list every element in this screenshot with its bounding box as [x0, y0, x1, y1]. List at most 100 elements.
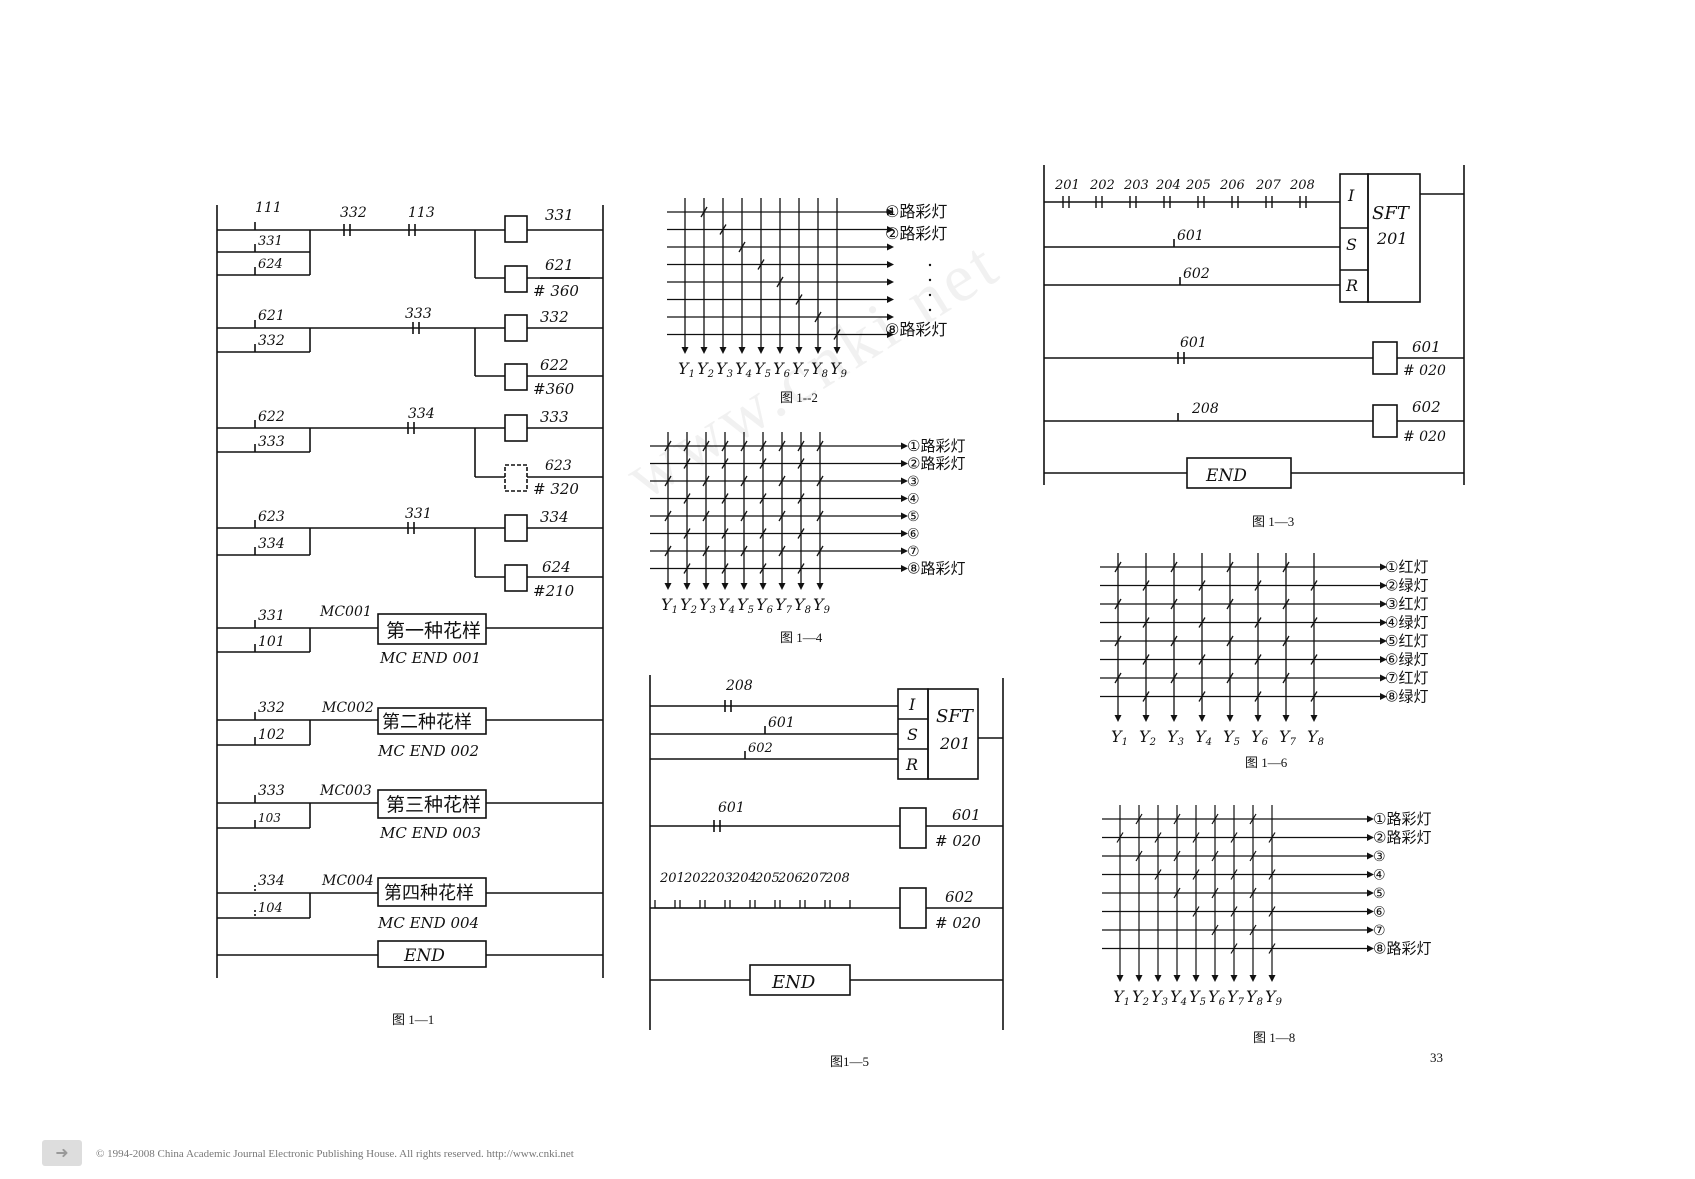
arrow-head: [1170, 715, 1178, 722]
crossing-mark: [1211, 924, 1219, 936]
contact-label: 208: [824, 871, 850, 886]
contact-label: 202: [683, 871, 709, 886]
sft-pin-label: S: [907, 725, 918, 744]
contact-label: 204: [731, 871, 757, 886]
contact-label: 623: [258, 509, 285, 525]
row-label: ④: [1373, 868, 1386, 884]
crossing-mark: [1170, 672, 1178, 684]
column-label: Y6: [773, 359, 791, 380]
contact-label: 331: [405, 506, 432, 522]
crossing-mark: [1249, 813, 1257, 825]
timer-label: # 020: [935, 914, 981, 932]
mc-end-label: MC END 004: [377, 914, 479, 932]
contact-label: 331: [258, 234, 283, 249]
contact-label: 207: [801, 871, 828, 886]
mc-end-label: MC END 002: [377, 742, 479, 760]
figure-caption: 图 1—1: [392, 1012, 434, 1027]
coil-label: 601: [1412, 338, 1441, 356]
crossing-mark: [1249, 887, 1257, 899]
crossing-mark: [1198, 580, 1206, 591]
column-label: Y8: [811, 359, 828, 380]
arrow-head: [795, 347, 803, 354]
contact-label: 621: [258, 308, 285, 324]
figure-caption: 图 1—4: [780, 630, 823, 645]
crossing-mark: [795, 294, 803, 305]
timer-label: # 360: [533, 282, 579, 300]
column-label: Y1: [1111, 727, 1128, 748]
crossing-mark: [1282, 672, 1290, 684]
sft-title: SFT: [1372, 203, 1411, 224]
crossing-mark: [1211, 887, 1219, 899]
column-label: Y9: [1265, 987, 1283, 1008]
arrow-head: [1367, 834, 1374, 841]
column-label: Y7: [1227, 987, 1245, 1008]
row-label: ②路彩灯: [885, 224, 947, 243]
crossing-mark: [664, 475, 672, 487]
crossing-mark: [1114, 635, 1122, 647]
contact-label: 103: [258, 811, 281, 825]
crossing-mark: [797, 493, 805, 504]
contact-label: 333: [405, 306, 432, 322]
figure-1-1: 111 331 624 332 113 331 621 # 360 621 33…: [216, 200, 604, 1027]
arrow-head: [740, 583, 748, 590]
crossing-mark: [759, 458, 767, 469]
arrow-head: [738, 347, 746, 354]
crossing-mark: [1170, 635, 1178, 647]
row-label: ⑥: [907, 527, 920, 543]
arrow-head: [887, 261, 894, 268]
arrow-head: [1380, 674, 1387, 682]
crossing-mark: [1230, 869, 1238, 880]
column-label: Y5: [737, 595, 754, 616]
crossing-mark: [1192, 869, 1200, 880]
column-label: Y4: [718, 595, 735, 616]
contact-label: 201: [659, 871, 685, 886]
arrow-head: [1380, 600, 1387, 608]
crossing-mark: [1268, 832, 1276, 843]
sft-number: 201: [1376, 229, 1408, 248]
arrow-head: [887, 296, 894, 303]
contact-label: 602: [748, 741, 773, 756]
row-label: ②绿灯: [1385, 577, 1428, 595]
coil-label: 621: [545, 256, 574, 274]
figure-1-5: 208 601 602 I S R SFT 201 601 601 # 020 …: [649, 675, 1004, 1069]
crossing-mark: [740, 440, 748, 452]
contact-label: 203: [1123, 178, 1149, 193]
mc-label: MC004: [321, 873, 374, 889]
crossing-mark: [719, 224, 727, 235]
timer-label: # 020: [1403, 363, 1446, 379]
arrow-head: [719, 347, 727, 354]
coil-label: 602: [1412, 398, 1441, 416]
crossing-mark: [1226, 672, 1234, 684]
row-label: ⑧路彩灯: [885, 320, 947, 339]
contact-label: 207: [1255, 178, 1282, 193]
crossing-mark: [700, 206, 708, 218]
crossing-mark: [1192, 906, 1200, 917]
contact-label: 622: [258, 409, 285, 425]
crossing-mark: [1211, 813, 1219, 825]
arrow-head: [664, 583, 672, 590]
crossing-mark: [1170, 598, 1178, 610]
timer-label: # 020: [1403, 429, 1446, 445]
crossing-mark: [1226, 635, 1234, 647]
coil-label: 624: [542, 558, 571, 576]
arrow-head: [1380, 637, 1387, 645]
crossing-mark: [738, 241, 746, 253]
pattern-box-label: 第一种花样: [386, 620, 481, 642]
contact-label: 101: [258, 634, 285, 650]
contact-label: 204: [1155, 178, 1181, 193]
crossing-mark: [1142, 580, 1150, 591]
timer-label: #360: [533, 380, 575, 398]
column-label: Y4: [735, 359, 752, 380]
contact-label: 332: [340, 205, 367, 221]
contact-label: 202: [1089, 178, 1115, 193]
column-label: Y7: [775, 595, 793, 616]
arrow-head: [1367, 945, 1374, 952]
row-label: ①路彩灯: [885, 202, 947, 221]
end-label: END: [403, 946, 445, 966]
crossing-mark: [683, 563, 691, 574]
column-label: Y9: [813, 595, 831, 616]
ellipsis-dot: [928, 278, 932, 282]
crossing-mark: [721, 440, 729, 452]
